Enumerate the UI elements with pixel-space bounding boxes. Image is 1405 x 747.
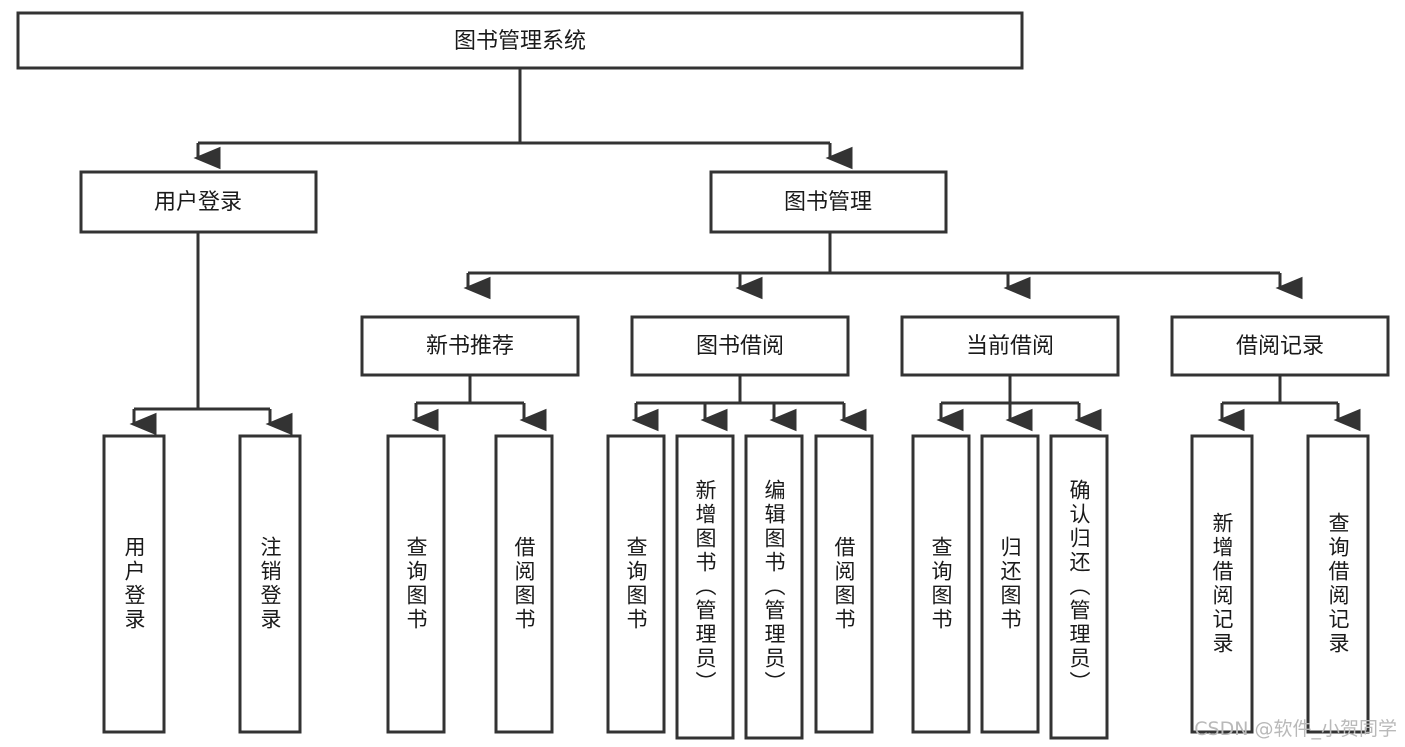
leaf-label-book-borrow-4: 借阅图书	[832, 536, 857, 632]
leaf-box-borrow-record-2[interactable]	[1306, 434, 1370, 734]
leaf-label-book-borrow-1: 查询图书	[624, 536, 649, 632]
leaf-box-current-borrow-2[interactable]	[980, 434, 1040, 734]
node-label-user-login: 用户登录	[154, 190, 242, 215]
leaf-box-book-borrow-4[interactable]	[814, 434, 874, 734]
node-box-borrow-record[interactable]	[1170, 315, 1390, 377]
leaf-label-new-book-1: 查询图书	[404, 536, 429, 632]
node-label-book-borrow: 图书借阅	[696, 334, 784, 359]
node-box-new-book-recommend[interactable]	[360, 315, 580, 377]
connector-group-user-login	[129, 232, 293, 436]
leaf-box-new-book-2[interactable]	[494, 434, 554, 734]
node-label-book-management: 图书管理	[784, 190, 872, 215]
leaf-box-book-borrow-2[interactable]	[675, 434, 735, 740]
leaf-box-current-borrow-3[interactable]	[1049, 434, 1109, 740]
node-box-current-borrow[interactable]	[900, 315, 1120, 377]
leaf-box-book-borrow-1[interactable]	[606, 434, 666, 734]
leaf-box-current-borrow-1[interactable]	[911, 434, 971, 734]
leaf-label-user-login-1: 用户登录	[122, 536, 147, 632]
leaf-label-current-borrow-1: 查询图书	[929, 536, 954, 632]
leaf-box-book-borrow-3[interactable]	[744, 434, 804, 740]
connector-group-current-borrow	[936, 375, 1102, 432]
leaf-label-new-book-2: 借阅图书	[512, 536, 537, 632]
leaf-label-current-borrow-2: 归还图书	[998, 536, 1023, 632]
node-label-current-borrow: 当前借阅	[966, 334, 1054, 359]
connector-group-new-book	[411, 375, 547, 432]
connector-group-root	[193, 68, 853, 170]
leaf-box-user-login-2[interactable]	[238, 434, 302, 734]
leaf-label-user-login-2: 注销登录	[258, 536, 283, 632]
leaf-box-user-login-1[interactable]	[102, 434, 166, 734]
node-label-root: 图书管理系统	[454, 29, 586, 54]
node-box-book-management[interactable]	[709, 170, 948, 234]
leaf-label-book-borrow-2: 新增图书（管理员）	[693, 479, 718, 695]
leaf-label-borrow-record-2: 查询借阅记录	[1326, 512, 1351, 656]
node-label-borrow-record: 借阅记录	[1236, 334, 1324, 359]
connector-group-borrow-record	[1217, 375, 1361, 432]
node-box-book-borrow[interactable]	[630, 315, 850, 377]
leaf-label-book-borrow-3: 编辑图书（管理员）	[762, 479, 787, 695]
leaf-box-new-book-1[interactable]	[386, 434, 446, 734]
leaf-box-borrow-record-1[interactable]	[1190, 434, 1254, 734]
leaf-label-borrow-record-1: 新增借阅记录	[1210, 512, 1235, 656]
connector-group-book-borrow	[631, 375, 867, 432]
node-box-user-login[interactable]	[79, 170, 318, 234]
leaf-label-current-borrow-3: 确认归还（管理员）	[1067, 479, 1092, 695]
node-label-new-book-recommend: 新书推荐	[426, 334, 514, 359]
node-box-root[interactable]	[16, 11, 1024, 70]
connector-group-book-mgmt	[463, 232, 1303, 300]
watermark-text: CSDN @软件_小贺同学	[1194, 718, 1397, 740]
